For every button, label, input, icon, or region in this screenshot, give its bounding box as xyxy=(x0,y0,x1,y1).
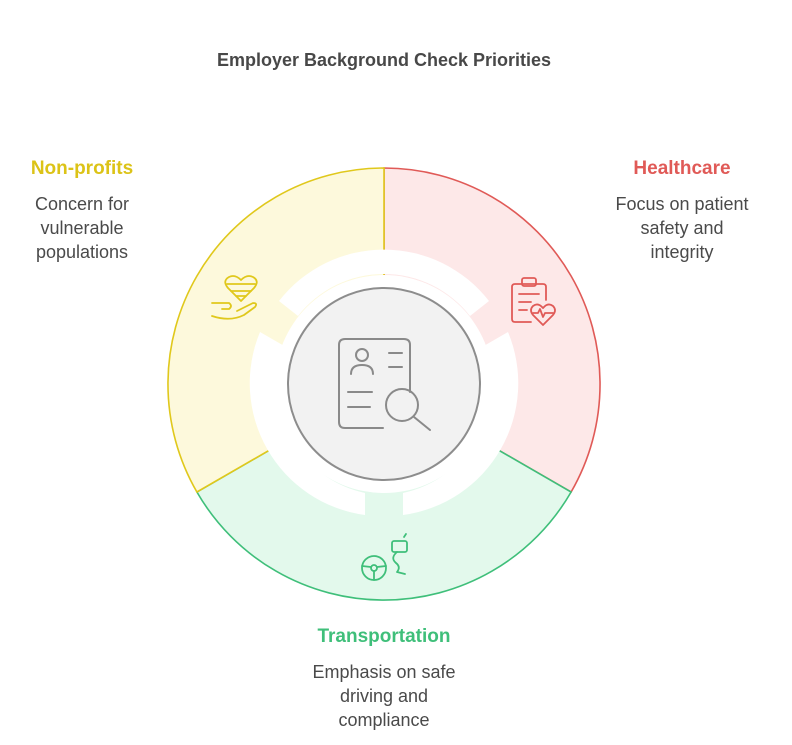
segment-desc-nonprofits: Concern for vulnerable populations xyxy=(0,192,164,264)
desc-line: Focus on patient xyxy=(615,194,749,214)
segment-desc-healthcare: Focus on patient safety and integrity xyxy=(590,192,774,264)
desc-line: Emphasis on safe xyxy=(312,662,456,682)
inner-ring-top xyxy=(279,249,489,316)
desc-line: compliance xyxy=(338,710,430,730)
center-circle xyxy=(287,287,481,481)
segment-title-healthcare: Healthcare xyxy=(633,158,731,179)
desc-line: driving and xyxy=(339,686,429,706)
segment-desc-transportation: Emphasis on safe driving and compliance xyxy=(284,660,484,732)
desc-line: integrity xyxy=(650,242,714,262)
hand-heart-icon xyxy=(211,275,258,320)
diagram-title: Employer Background Check Priorities xyxy=(216,50,552,70)
desc-line: Concern for xyxy=(34,194,130,214)
desc-line: safety and xyxy=(640,218,724,238)
background-check-document-search-icon xyxy=(338,338,431,431)
segment-title-nonprofits: Non-profits xyxy=(30,158,134,179)
clipboard-heart-icon xyxy=(511,277,556,326)
desc-line: populations xyxy=(35,242,129,262)
steering-wheel-route-icon xyxy=(361,533,408,581)
desc-line: vulnerable xyxy=(40,218,124,238)
segment-title-transportation: Transportation xyxy=(317,626,451,647)
